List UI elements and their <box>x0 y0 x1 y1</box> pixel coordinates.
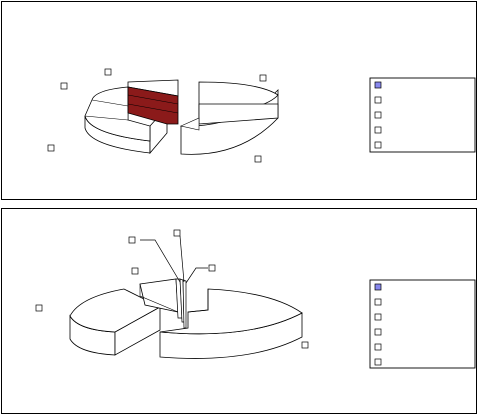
chart-1-legend-swatch <box>374 111 382 119</box>
chart-1-data-label-marker <box>47 144 55 152</box>
chart-1-legend-swatch <box>374 81 382 89</box>
chart-2-legend-swatch <box>374 343 382 351</box>
chart-2-legend-swatch <box>374 328 382 336</box>
chart-1-legend-box <box>369 77 476 153</box>
chart-1-slice-cut-face <box>180 117 200 131</box>
chart-2-data-label-marker <box>131 267 139 275</box>
chart-2-slice-edge <box>139 284 179 313</box>
chart-2-data-label-marker <box>35 304 43 312</box>
chart-1-legend-swatch <box>374 126 382 134</box>
chart-1-slice <box>198 103 279 125</box>
chart-1-pie-left-group <box>84 79 179 155</box>
chart-2-data-label-marker <box>173 229 181 237</box>
chart-1-data-label-marker <box>254 155 262 163</box>
chart-2 <box>1 208 477 414</box>
chart-1-data-label-marker <box>60 82 68 90</box>
chart-1-data-label-marker <box>104 68 112 76</box>
chart-2-leader-line <box>179 235 185 283</box>
chart-2-data-label-marker <box>208 264 216 272</box>
chart-2-data-label-marker <box>301 341 309 349</box>
chart-2-legend-box <box>369 279 476 369</box>
chart-2-leader-lines <box>140 235 208 284</box>
chart-2-slices-small <box>139 278 187 329</box>
chart-1-slice-edge <box>127 103 179 114</box>
chart-2-legend-swatch <box>374 283 382 291</box>
chart-1-pie-right-group <box>180 81 279 155</box>
chart-2-legend-swatch <box>374 313 382 321</box>
chart-1-slice <box>84 99 129 121</box>
chart-2-slice-large-left <box>69 288 161 356</box>
chart-2-slice-top <box>159 288 303 335</box>
chart-1-data-labels <box>47 68 267 163</box>
chart-2-data-labels <box>35 229 309 349</box>
chart-2-leader-line <box>185 267 208 284</box>
chart-1-legend-swatch <box>374 141 382 149</box>
chart-1-data-label-marker <box>259 74 267 82</box>
chart-1 <box>1 1 477 200</box>
chart-2-legend-swatch <box>374 358 382 366</box>
chart-2-slice-top <box>69 288 161 333</box>
chart-2-slice-large-right <box>159 288 303 359</box>
chart-1-legend <box>369 77 476 153</box>
chart-1-slice-highlighted <box>127 86 179 125</box>
chart-2-slice-edge <box>187 289 209 313</box>
chart-2-data-label-marker <box>128 236 136 244</box>
chart-2-legend-swatch <box>374 298 382 306</box>
chart-1-legend-swatch <box>374 96 382 104</box>
chart-2-legend <box>369 279 476 369</box>
chart-1-slice-edge <box>127 94 179 105</box>
chart-2-leader-line <box>140 239 181 283</box>
